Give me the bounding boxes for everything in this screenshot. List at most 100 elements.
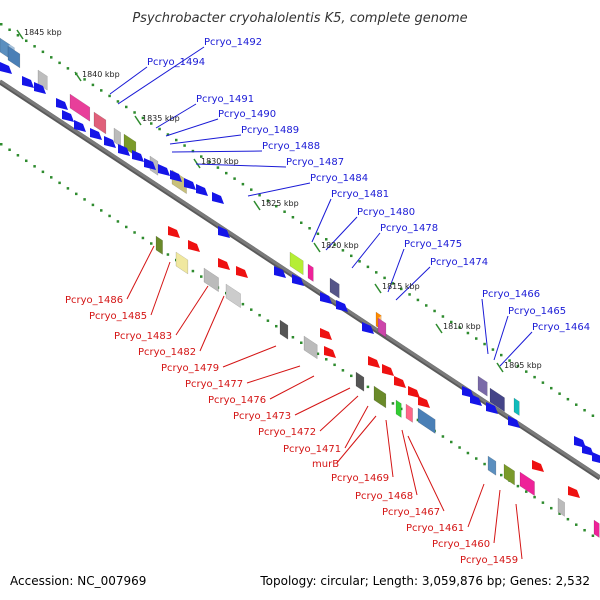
forward-arrow-9	[118, 144, 130, 156]
tick-dot	[175, 138, 178, 142]
tick-dot	[25, 39, 28, 43]
tick-dot	[516, 364, 520, 368]
gene-reverse-11-top	[418, 406, 439, 420]
kbp-mark: 1835 kbp	[142, 114, 180, 123]
gene-forward-17	[513, 397, 520, 416]
leader-line-forward	[169, 134, 242, 145]
gene-forward-15	[477, 375, 488, 397]
gene-reverse-6	[303, 335, 318, 360]
gene-label-reverse: Pcryo_1479	[161, 363, 219, 374]
gene-features	[0, 36, 600, 538]
tick-dot	[191, 269, 195, 273]
forward-arrow-14	[184, 178, 196, 190]
gene-forward-10	[289, 251, 304, 276]
kbp-mark: 1845 kbp	[24, 28, 62, 37]
gene-forward-9-top	[172, 168, 190, 180]
gene-label-reverse: Pcryo_1473	[233, 411, 291, 422]
tick-dot	[325, 238, 328, 241]
leader-line-reverse	[515, 503, 523, 560]
gene-reverse-7-top	[356, 370, 367, 378]
tick-dot	[91, 203, 95, 207]
tick-dot	[216, 166, 220, 169]
gene-forward-12	[329, 277, 340, 299]
gene-forward-2-top	[8, 44, 23, 54]
forward-arrow-22	[362, 322, 374, 334]
tick-dot	[150, 122, 153, 125]
gene-forward-17-top	[514, 396, 523, 402]
tick-dot	[558, 392, 561, 395]
forward-arrow-2	[22, 76, 34, 88]
gene-reverse-15-top	[558, 496, 568, 503]
gene-forward-4-top	[70, 92, 93, 108]
tick-dot	[125, 225, 128, 229]
tick-dot	[416, 418, 420, 422]
gene-label-forward: Pcryo_1490	[218, 109, 276, 120]
tick-dot	[450, 440, 453, 444]
kbp-mark: 1805 kbp	[504, 361, 542, 370]
tick-dot	[241, 302, 245, 306]
reverse-arrow-12	[532, 460, 544, 472]
kbp-tick	[193, 158, 201, 169]
gene-reverse-14	[519, 471, 535, 497]
leader-line-forward	[395, 266, 431, 301]
tick-dot	[475, 457, 478, 460]
leader-line-reverse	[199, 295, 225, 352]
tick-dot	[425, 304, 428, 307]
reverse-arrow-1	[168, 226, 180, 238]
kbp-mark: 1810 kbp	[443, 322, 481, 331]
reverse-arrow-8	[382, 364, 394, 376]
forward-arrow-25	[486, 402, 498, 414]
leader-line-forward	[493, 315, 509, 361]
tick-dot	[141, 116, 145, 120]
tick-dot	[550, 506, 553, 510]
gene-label-forward: Pcryo_1465	[508, 306, 566, 317]
tick-dot	[0, 143, 3, 146]
gene-label-forward: Pcryo_1489	[241, 125, 299, 136]
leader-line-forward	[247, 182, 311, 197]
gene-forward-16	[489, 387, 505, 413]
tick-dot	[266, 199, 270, 202]
tick-dot	[450, 320, 453, 324]
gene-forward-16-top	[490, 386, 508, 398]
tick-dot	[516, 484, 520, 488]
tick-dot	[433, 309, 436, 313]
tick-dot	[466, 451, 470, 455]
gene-label-reverse: Pcryo_1459	[460, 555, 518, 566]
gene-label-reverse: Pcryo_1485	[89, 311, 147, 322]
tick-dot	[291, 335, 295, 339]
tick-dot	[291, 215, 295, 219]
gene-forward-1-top	[0, 36, 18, 48]
tick-dot	[541, 381, 545, 384]
leader-line-forward	[171, 150, 263, 153]
leader-line-forward	[155, 103, 197, 129]
tick-dot	[66, 67, 70, 70]
kbp-tick	[16, 29, 24, 40]
reverse-arrow-3	[218, 258, 230, 270]
forward-arrow-12	[158, 164, 170, 176]
leader-line-reverse	[126, 245, 155, 300]
tick-dot	[458, 446, 461, 449]
reverse-arrow-2	[188, 240, 200, 252]
tick-dot	[575, 523, 578, 526]
tick-dot	[550, 386, 553, 390]
forward-arrow-18	[274, 266, 286, 278]
gene-forward-15-top	[478, 374, 491, 383]
tick-dot	[233, 177, 236, 180]
gene-reverse-5	[279, 319, 289, 340]
forward-arrow-11	[144, 158, 156, 170]
tick-dot	[33, 165, 36, 168]
tick-dot	[400, 287, 403, 291]
tick-dot	[325, 358, 328, 361]
leader-line-forward	[387, 248, 405, 293]
gene-label-reverse: Pcryo_1460	[432, 539, 490, 550]
tick-dot	[108, 214, 111, 218]
gene-label-reverse: Pcryo_1467	[382, 507, 440, 518]
kbp-mark: 1840 kbp	[82, 70, 120, 79]
kbp-tick	[496, 362, 504, 373]
tick-dot	[533, 375, 536, 379]
gene-forward-10-top	[290, 250, 307, 261]
kbp-mark: 1815 kbp	[382, 282, 420, 291]
gene-label-forward: Pcryo_1491	[196, 94, 254, 105]
kbp-mark: 1825 kbp	[261, 199, 299, 208]
leader-line-reverse	[269, 375, 315, 400]
